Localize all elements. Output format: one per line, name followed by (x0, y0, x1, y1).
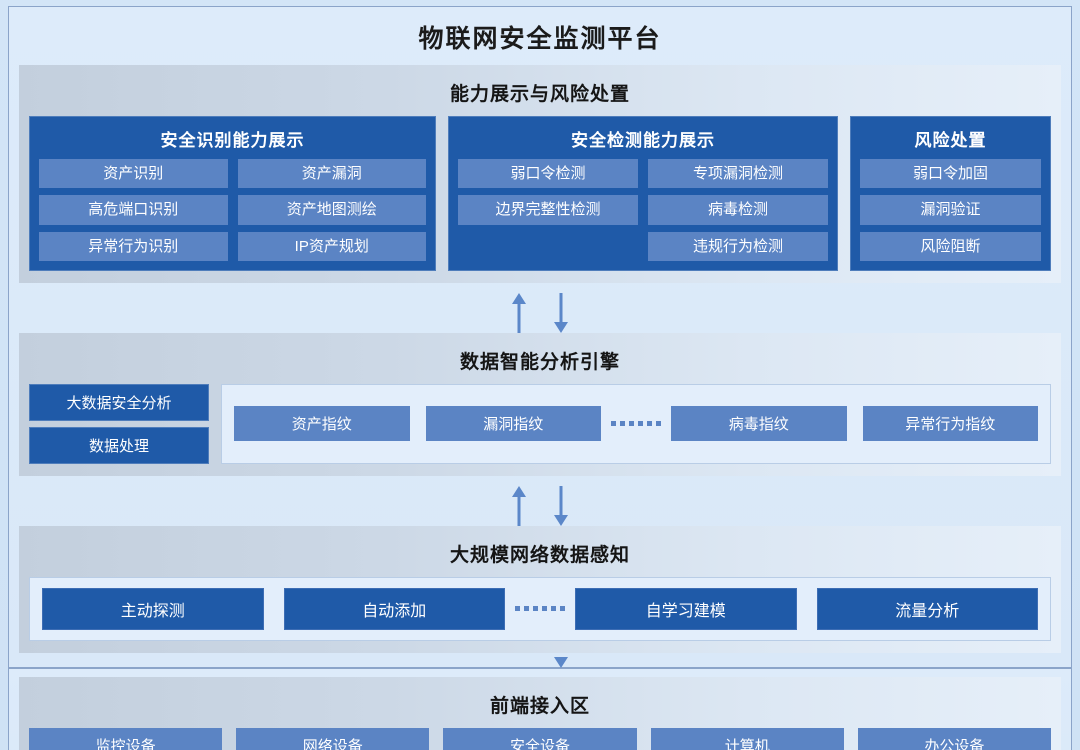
engine-side-item[interactable]: 大数据安全分析 (29, 383, 209, 421)
device-chip[interactable]: 办公设备 (857, 727, 1051, 750)
ellipsis-dots-icon (601, 421, 671, 427)
connector-capability-engine (9, 292, 1071, 333)
panel-column-right: 资产漏洞 资产地图测绘 IP资产规划 (237, 159, 426, 261)
panel-chip-grid: 弱口令加固 漏洞验证 风险阻断 (860, 159, 1041, 261)
panel-title: 安全检测能力展示 (571, 131, 715, 150)
fingerprint-chip[interactable]: 漏洞指纹 (425, 406, 601, 442)
panel-column-left: 弱口令加固 漏洞验证 风险阻断 (860, 159, 1041, 261)
capability-section-title: 能力展示与风险处置 (449, 84, 630, 105)
fingerprint-chip[interactable]: 病毒指纹 (671, 406, 847, 442)
arrow-up-icon (511, 292, 527, 333)
engine-side-list: 大数据安全分析 数据处理 (29, 383, 209, 464)
ellipsis-dots-icon (505, 606, 575, 612)
capability-chip[interactable]: 专项漏洞检测 (648, 159, 828, 189)
sense-chip[interactable]: 流量分析 (816, 587, 1038, 630)
capability-chip[interactable]: 违规行为检测 (648, 231, 828, 261)
capability-panel-row: 安全识别能力展示 资产识别 高危端口识别 异常行为识别 资产漏洞 资产地图测绘 … (29, 116, 1051, 271)
sense-chip[interactable]: 主动探测 (42, 587, 264, 630)
panel-security-identification: 安全识别能力展示 资产识别 高危端口识别 异常行为识别 资产漏洞 资产地图测绘 … (29, 116, 436, 271)
engine-section-title: 数据智能分析引擎 (459, 351, 620, 373)
connector-engine-sense (9, 485, 1071, 526)
capability-chip[interactable]: 资产地图测绘 (237, 195, 426, 225)
page-title: 物联网安全监测平台 (418, 25, 662, 53)
capability-chip[interactable]: 资产漏洞 (237, 159, 426, 189)
panel-title: 安全识别能力展示 (160, 131, 305, 150)
sense-section-title: 大规模网络数据感知 (449, 544, 630, 566)
engine-section: 数据智能分析引擎 大数据安全分析 数据处理 资产指纹 漏洞指纹 病毒指纹 异常行… (19, 332, 1061, 476)
capability-chip[interactable]: 高危端口识别 (39, 195, 228, 225)
panel-title: 风险处置 (914, 131, 987, 150)
panel-column-left: 资产识别 高危端口识别 异常行为识别 (39, 159, 228, 261)
capability-chip[interactable]: 漏洞验证 (860, 195, 1041, 225)
capability-chip[interactable]: 异常行为识别 (39, 231, 228, 261)
frontend-section-title: 前端接入区 (489, 695, 590, 717)
capability-chip[interactable]: 边界完整性检测 (458, 195, 638, 225)
sense-section: 大规模网络数据感知 主动探测 自动添加 自学习建模 流量分析 (19, 525, 1061, 653)
capability-chip[interactable]: 资产识别 (39, 159, 228, 189)
panel-chip-grid: 资产识别 高危端口识别 异常行为识别 资产漏洞 资产地图测绘 IP资产规划 (39, 159, 426, 261)
frontend-section: 前端接入区 监控设备 网络设备 安全设备 计算机 办公设备 存储设备 通信设备 … (19, 676, 1061, 750)
device-chip[interactable]: 监控设备 (29, 727, 223, 750)
fingerprint-chip[interactable]: 资产指纹 (234, 406, 410, 442)
capability-section: 能力展示与风险处置 安全识别能力展示 资产识别 高危端口识别 异常行为识别 资产… (19, 65, 1061, 283)
capability-chip[interactable]: 弱口令加固 (860, 159, 1041, 189)
panel-column-left: 弱口令检测 边界完整性检测 (458, 159, 638, 261)
upper-architecture-card: 物联网安全监测平台 能力展示与风险处置 安全识别能力展示 资产识别 高危端口识别… (8, 6, 1072, 668)
capability-chip[interactable]: IP资产规划 (237, 231, 426, 261)
engine-row: 大数据安全分析 数据处理 资产指纹 漏洞指纹 病毒指纹 异常行为指纹 (29, 383, 1051, 464)
engine-side-item[interactable]: 数据处理 (29, 426, 209, 464)
panel-column-right: 专项漏洞检测 病毒检测 违规行为检测 (648, 159, 828, 261)
sense-chip-container: 主动探测 自动添加 自学习建模 流量分析 (29, 576, 1051, 641)
fingerprint-chip[interactable]: 异常行为指纹 (862, 406, 1038, 442)
capability-chip[interactable]: 风险阻断 (860, 231, 1041, 261)
panel-security-detection: 安全检测能力展示 弱口令检测 边界完整性检测 专项漏洞检测 病毒检测 违规行为检… (448, 116, 838, 271)
capability-chip[interactable]: 病毒检测 (648, 195, 828, 225)
device-chip[interactable]: 计算机 (650, 727, 844, 750)
device-chip[interactable]: 网络设备 (236, 727, 430, 750)
frontend-device-grid: 监控设备 网络设备 安全设备 计算机 办公设备 存储设备 通信设备 管理设备 工… (29, 727, 1051, 750)
arrow-down-icon (553, 485, 569, 526)
arrow-up-icon (511, 485, 527, 526)
device-chip[interactable]: 安全设备 (443, 727, 637, 750)
panel-chip-grid: 弱口令检测 边界完整性检测 专项漏洞检测 病毒检测 违规行为检测 (458, 159, 828, 261)
arrow-down-icon (553, 292, 569, 333)
sense-chip[interactable]: 自动添加 (283, 587, 505, 630)
frontend-access-card: 前端接入区 监控设备 网络设备 安全设备 计算机 办公设备 存储设备 通信设备 … (8, 667, 1072, 750)
panel-risk-disposal: 风险处置 弱口令加固 漏洞验证 风险阻断 (850, 116, 1051, 271)
sense-chip[interactable]: 自学习建模 (575, 587, 797, 630)
capability-chip[interactable]: 弱口令检测 (458, 159, 638, 189)
engine-fingerprint-container: 资产指纹 漏洞指纹 病毒指纹 异常行为指纹 (221, 383, 1051, 464)
